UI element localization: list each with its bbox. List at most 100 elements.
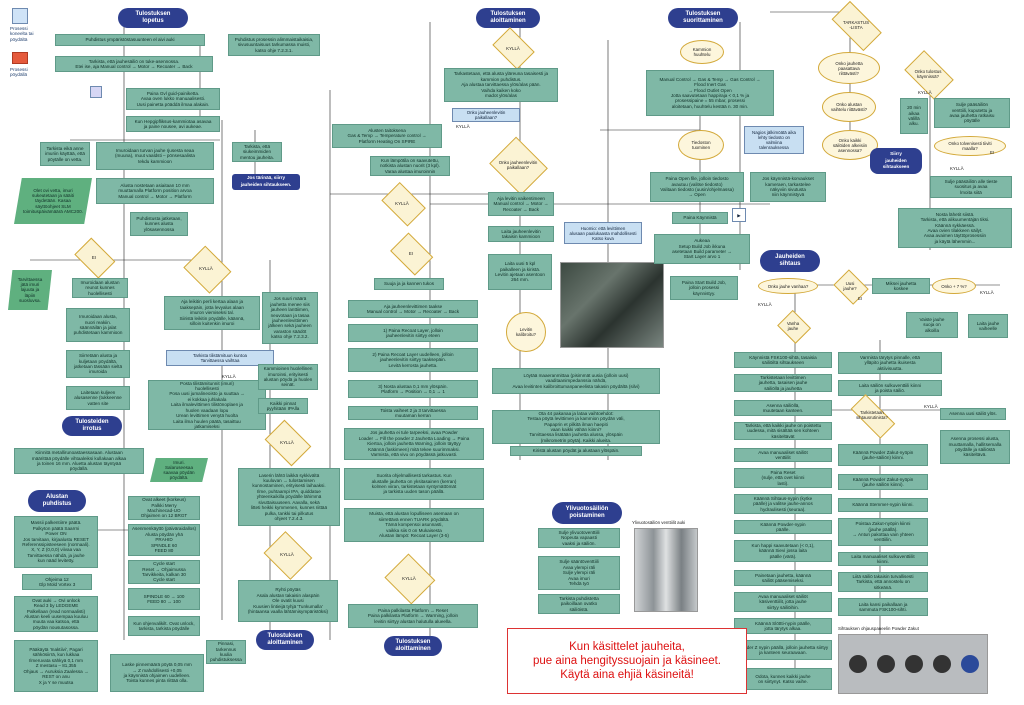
step-puhdistus-2: Ohjeima 12 Glp Mold Vortex 3: [22, 574, 92, 590]
decision-c6-tiivis: Onko tolvenisesti tiiviti maalla?: [934, 136, 1006, 156]
play-icon[interactable]: ▶: [732, 208, 746, 222]
warning-line-1: Kun käsittelet jauheita,: [508, 640, 746, 654]
decision-c6-tulostus: Onko tulostus käynnissä?: [900, 56, 956, 92]
label-kylla: KYLLÄ: [456, 124, 470, 129]
step-c5-5: Paina Start Build Job, jolloin prosessi …: [670, 276, 738, 300]
knob-icon: [961, 655, 979, 673]
label-kylla: KYLLÄ: [758, 302, 772, 307]
tarkastuslista-diamond: TARKASTUS -LISTA: [826, 8, 886, 42]
step-c7-8: Avaa manuaaliset säiliöt venttiilit: [734, 448, 832, 462]
step-c7-14: Avaa manuaaliset säiliöt käsiventtiilit,…: [734, 592, 832, 612]
step-c2-4: Posta tilistämitunnit (imuri) huolellise…: [148, 380, 266, 430]
step-c2-5: Kammioinen huolellinen imuroinsi, erityi…: [258, 364, 318, 390]
legend-process-note: Prosessi pöydällä: [10, 67, 28, 78]
step-c3-11: Suorita ohjelmallisesti tarkastus. Kun a…: [344, 468, 484, 500]
step-c8-3: Asenna uusi säiliö ylös.: [940, 408, 1006, 420]
header-tulostuksen-aloittaminen: Tulostuksen aloittaminen: [476, 8, 540, 28]
decision-kammio-tuuletettu: KYLLÄ: [182, 248, 230, 288]
step-lopetus-6: Alusta nostetaan asiaitaan 10 mm muuttam…: [96, 178, 214, 204]
step-c2-8: Ryhti pöytäs Asala alustan takaisin alas…: [238, 580, 338, 622]
decision-alusta-imuroitu: EI: [72, 242, 116, 272]
step-c3-6: 1) Paina Recoat Layer, jolloin jauheenle…: [348, 324, 478, 342]
step-c2-1: Aja leikitin perli kertaa alaan ja taaks…: [164, 296, 260, 330]
step-c8-7: Käännä Stemmer-nypin kiinni.: [838, 498, 928, 512]
step-c7-7: Tarkista, että kaikki jauhe on poistettu…: [734, 422, 832, 440]
step-c6-3: Sulje pääsäiliön alle tieste suositus ja…: [930, 176, 1012, 198]
header-alustan-puhdistus: Alustan puhdistus: [28, 490, 86, 512]
knob-icon: [849, 655, 867, 673]
note-c6-siirry-sihtaus: Siirry jauheiden sihtaukseen: [870, 148, 922, 174]
decision-c7-7pct: Onko + 7 %?: [932, 278, 976, 294]
step-c8-5: Käännä Powder Zakut-nyöpin (jauhe-säiliö…: [838, 444, 928, 466]
step-c7-15: Käännä Slöttti-nypin päälle, jotta täryt…: [734, 618, 832, 634]
step-lopetus-8: Imuroidaan alustan reunot kunnes huolell…: [72, 278, 128, 298]
step-puhd-c2-4: SPINDLE 60 → 100 FEED 80 → 100: [128, 588, 200, 610]
note-c5-kaynnista: Jos käynnistä-korvaukset kameraen, tarka…: [750, 172, 826, 202]
photo-ylivuoto-label: Ylivuotosäiliön venttiilit auki: [632, 520, 685, 525]
header-tulostuksen-aloittaminen-3: Tulostuksen aloittaminen: [384, 636, 442, 656]
decision-c7-vanhaa: Onko jauhe vanhaa?: [758, 278, 818, 294]
note-tarvittaessa: Tarvittaessa jätä imuri lajuuta ja läpii…: [8, 270, 52, 310]
step-c3-8: 3) Nosta alustaa 0,1 mm ylöspäin. Platfo…: [348, 380, 478, 398]
decision-c7-vanha: Vanha jauhe: [776, 312, 810, 340]
step-lopetus-2: Tarkista, että jauhesäiliö on tuke-asenn…: [55, 56, 213, 72]
step-c7-16: Powder Z nypin päällä, jolloin jauhetta …: [734, 640, 832, 660]
step-c7-1: Miksei jauhetta koskee: [872, 278, 930, 294]
header-tulostuksen-lopetus: Tulostuksen lopetus: [118, 8, 188, 28]
step-yv-3: Tarkista puhdistetta paikoillaan ovatko …: [538, 594, 620, 614]
decision-c5-tiedosto: Tiedoston tuominen: [678, 130, 724, 160]
decision-c6-2: Onko alustan vaihtelu riittävästi?: [822, 92, 876, 122]
decision-c3-levitin: Onko jauheenlevitin paikallaan?: [452, 108, 520, 122]
step-c3-1: Tarkastetaan, että alusta yläreuna tasai…: [444, 68, 558, 102]
step-puhdistus-4: Pääkäytä 'Inaktiivi', Pagari sähkösiirrä…: [14, 640, 98, 692]
legend-light-swatch: [12, 8, 28, 24]
decision-c4-levitin: Onko jauheenlevitin paikallaan?: [488, 140, 548, 190]
knob-icon: [933, 655, 951, 673]
decision-c3-levitin-referenssi: KYLLÄ: [384, 556, 434, 600]
step-c7-11: Käännä Powder-nypin päälle.: [734, 520, 832, 534]
step-c7-2: Vaiste jauhe suoja on alkoilla: [906, 312, 958, 338]
warning-line-3: Käytä aina ehjiä käsineitä!: [508, 668, 746, 682]
label-kylla: KYLLÄ: [980, 290, 994, 295]
note-tarkista-siukeimmiden: Tarkista, että siukeimmiden mentou jauhe…: [232, 142, 282, 162]
step-lopetus-3: Paina Gvl guid-painiketta. Avaa oven luk…: [126, 88, 220, 110]
photo-control-label: Sihtauksen ohjauspaneelin Powder Zakut: [838, 626, 919, 631]
header-jauheiden-sihtaus: Jauheiden sihtaus: [760, 250, 820, 272]
decision-c5-kammion-huuhtelu: Kammion huuhtelu: [680, 40, 724, 64]
label-ei: EI: [990, 150, 994, 155]
step-c2-prosessi: Puhdistus prosessin alimmaistaikaisia, s…: [228, 34, 320, 56]
decision-c7-uusi: Uusi jauhe?: [832, 272, 868, 300]
decision-c3-alustatörmä: KYLLÄ: [378, 186, 426, 220]
legend-process-swatch: [12, 52, 28, 64]
step-c4-3: Laita uusi 5 kpl paikalleen ja kiristä. …: [488, 254, 552, 290]
step-c7-12: Kun happi saavutetaan (< 0,1), käännä Si…: [734, 540, 832, 562]
knob-icon: [905, 655, 923, 673]
step-c7-4: Käynnistä FSK100-sihtä, tasaisia säiliöi…: [734, 352, 832, 368]
step-c5-4: Aukeaa Setup Build Job ikkuna asetetaan …: [654, 234, 750, 264]
step-c8-8: Poistaa Zakut-nyöpin kiinni (jauhe pääll…: [838, 518, 928, 546]
step-c7-17: Odota, kunnes kaikki jauhe on siirtynyt.…: [734, 668, 832, 690]
step-c2-7: Laserin lähtö laikkä sykkivältä kuuluvan…: [238, 468, 340, 526]
step-irrotus-1: Kiinnitä metallirunoastaessasaan. Alusta…: [14, 448, 144, 474]
note-jauheiden-sihtaus-link: Jos tärinää, siirry jauheiden sihtauksee…: [232, 174, 300, 190]
warning-line-2: pue aina hengityssuojain ja käsineet.: [508, 654, 746, 668]
label-ei: EI: [858, 296, 862, 301]
knob-icon: [877, 655, 895, 673]
step-c4-5: Ota 44 pakanaa ja lataa vaihtoehdot: Tes…: [492, 410, 660, 444]
step-c5-3: Paina Käynnistä: [672, 212, 728, 224]
step-c4-4: Löytää maaeranmittaa (pisimmät uusia (jo…: [492, 368, 660, 394]
step-puhdistus-3: Ovat auki → Ovi unlock Read 3 by LEDGEME…: [14, 596, 98, 632]
step-yv-1: Sulje ylivuotoventtiili Nopeuta vapaasti…: [538, 528, 620, 548]
step-c8-4: Asenna prosessi alusta, muuttamalla, hal…: [940, 430, 1010, 464]
header-ylivuoto: Ylivuotosäiliön poistaminen: [552, 502, 622, 524]
step-c6-2: Sulje pääsäiliön venttiili, kuputettu ja…: [934, 98, 1010, 128]
decision-alustan-asennus: KYLLÄ: [262, 534, 312, 574]
step-c4-6: Kiristä alustan pöydät ja alustaan ylösp…: [510, 446, 642, 456]
step-c3-13: Paina palkilasta Platform → Reset Paina …: [348, 604, 478, 628]
step-puhd-c2-3: Cycle start Reset → Ohjaimussa Tarvikkei…: [128, 560, 200, 584]
decision-c4-kalibroitu: Levitin kalibroitu?: [506, 312, 546, 352]
step-puhd-c2-6: Laske pinnemäärä pöytä 0,05 mm → Z mahdo…: [110, 654, 204, 692]
step-puhd-c2-5: Kun ohjenvalikilt. Ovat unlock, tarkista…: [128, 616, 200, 636]
step-c3-12: Muista, että alustan lopulliseen asemaan…: [344, 508, 484, 542]
step-lopetus-4: Kun Hepgipfliksus-kammiotaa asavaa ja pa…: [126, 116, 220, 132]
